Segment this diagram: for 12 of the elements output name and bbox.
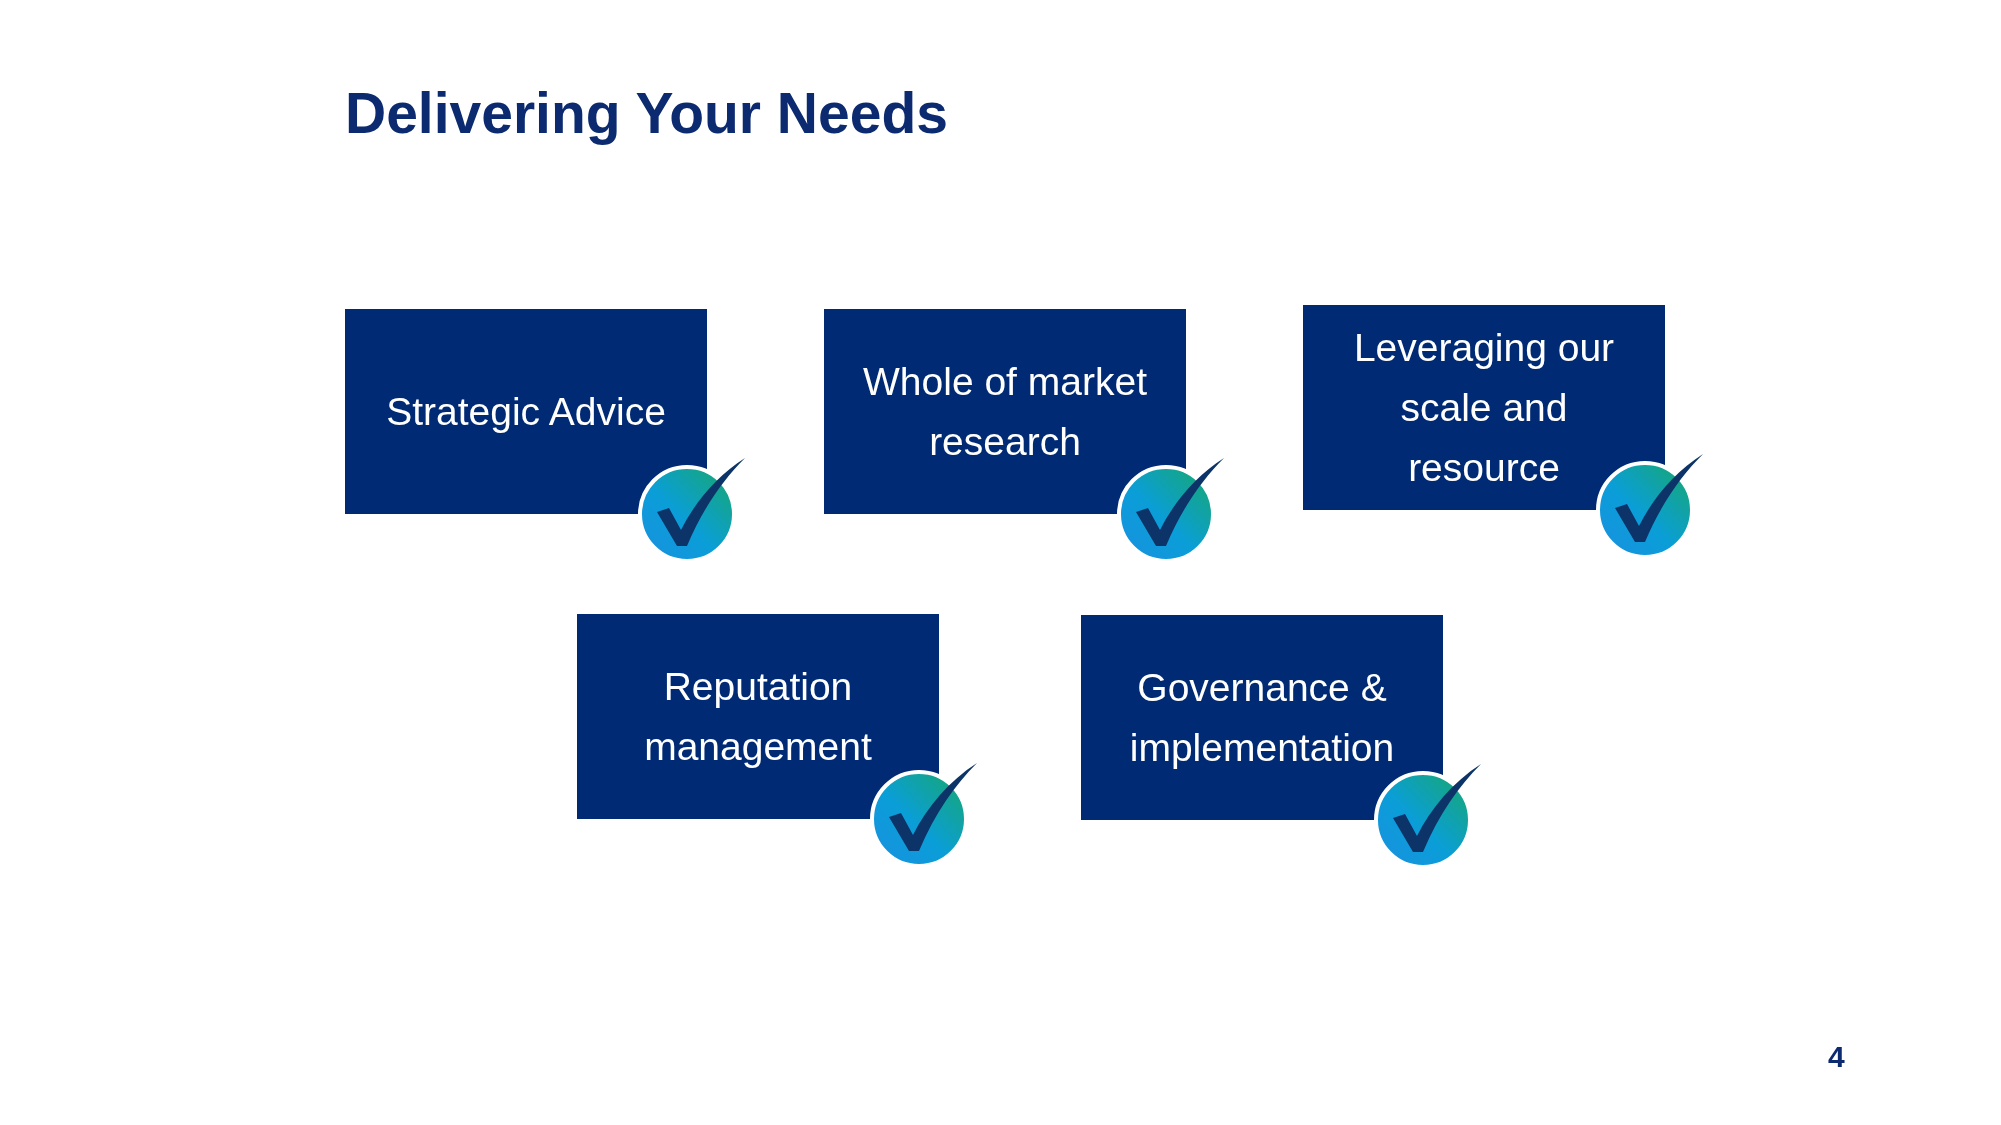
service-box: [1303, 305, 1665, 510]
service-label: Strategic Advice: [386, 388, 666, 435]
service-box: [824, 309, 1186, 514]
service-box: [577, 614, 939, 819]
service-box: [345, 309, 707, 514]
service-label: Governance & implementation: [1128, 664, 1396, 771]
service-label: Leveraging our scale and resource: [1352, 324, 1616, 491]
service-label: Whole of market research: [862, 358, 1148, 465]
service-box: [1081, 615, 1443, 820]
slide-title: Delivering Your Needs: [345, 80, 948, 146]
service-label: Reputation management: [643, 663, 873, 770]
page-number: 4: [1828, 1040, 1845, 1074]
